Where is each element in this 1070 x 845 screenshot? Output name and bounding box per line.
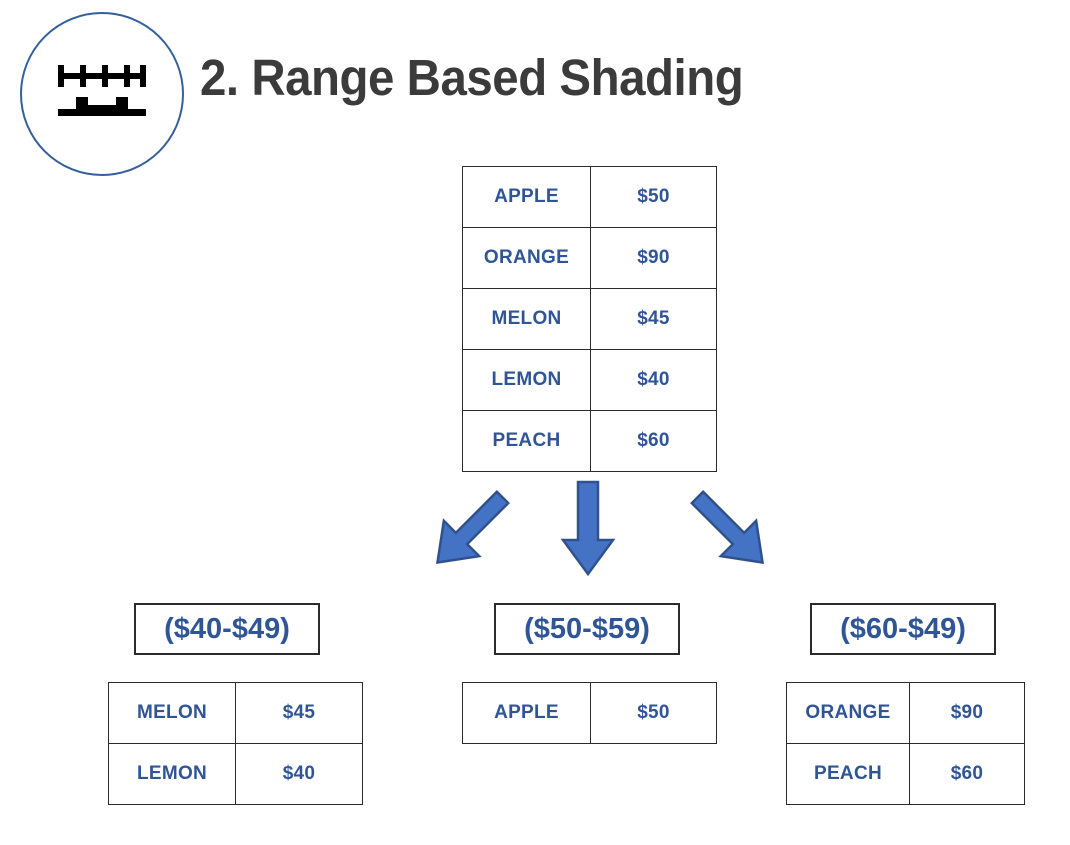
table-row: LEMON $40	[462, 349, 717, 411]
fruit-price-cell: $45	[590, 288, 717, 350]
fruit-name-cell: ORANGE	[786, 682, 910, 744]
bucket-table-60-49: ORANGE $90 PEACH $60	[786, 682, 1025, 805]
table-row: PEACH $60	[786, 743, 1025, 805]
fruit-name-cell: APPLE	[462, 682, 591, 744]
page-title: 2. Range Based Shading	[200, 49, 744, 106]
fruit-name-cell: MELON	[462, 288, 591, 350]
bucket-table-50-59: APPLE $50	[462, 682, 717, 744]
fruit-name-cell: MELON	[108, 682, 236, 744]
bucket-table-40-49: MELON $45 LEMON $40	[108, 682, 363, 805]
source-price-table: APPLE $50 ORANGE $90 MELON $45 LEMON $40…	[462, 166, 717, 472]
arrow-down-left	[435, 490, 510, 565]
fruit-name-cell: PEACH	[786, 743, 910, 805]
range-label-50-59: ($50-$59)	[494, 603, 680, 655]
table-row: PEACH $60	[462, 410, 717, 472]
fruit-price-cell: $60	[590, 410, 717, 472]
range-label-40-49: ($40-$49)	[134, 603, 320, 655]
arrow-down-right	[690, 490, 765, 565]
table-row: MELON $45	[108, 682, 363, 744]
fruit-name-cell: LEMON	[462, 349, 591, 411]
fruit-price-cell: $40	[235, 743, 363, 805]
fruit-name-cell: LEMON	[108, 743, 236, 805]
arrow-down	[560, 480, 616, 577]
fruit-price-cell: $45	[235, 682, 363, 744]
table-row: APPLE $50	[462, 682, 717, 744]
fruit-price-cell: $50	[590, 166, 717, 228]
table-row: ORANGE $90	[462, 227, 717, 289]
range-ruler-icon	[58, 65, 146, 116]
fruit-price-cell: $40	[590, 349, 717, 411]
range-label-60-49: ($60-$49)	[810, 603, 996, 655]
table-row: MELON $45	[462, 288, 717, 350]
fruit-name-cell: APPLE	[462, 166, 591, 228]
fruit-price-cell: $50	[590, 682, 717, 744]
fruit-name-cell: PEACH	[462, 410, 591, 472]
fruit-price-cell: $60	[909, 743, 1025, 805]
table-row: LEMON $40	[108, 743, 363, 805]
icon-circle	[20, 12, 184, 176]
fruit-name-cell: ORANGE	[462, 227, 591, 289]
fruit-price-cell: $90	[590, 227, 717, 289]
table-row: APPLE $50	[462, 166, 717, 228]
table-row: ORANGE $90	[786, 682, 1025, 744]
fruit-price-cell: $90	[909, 682, 1025, 744]
